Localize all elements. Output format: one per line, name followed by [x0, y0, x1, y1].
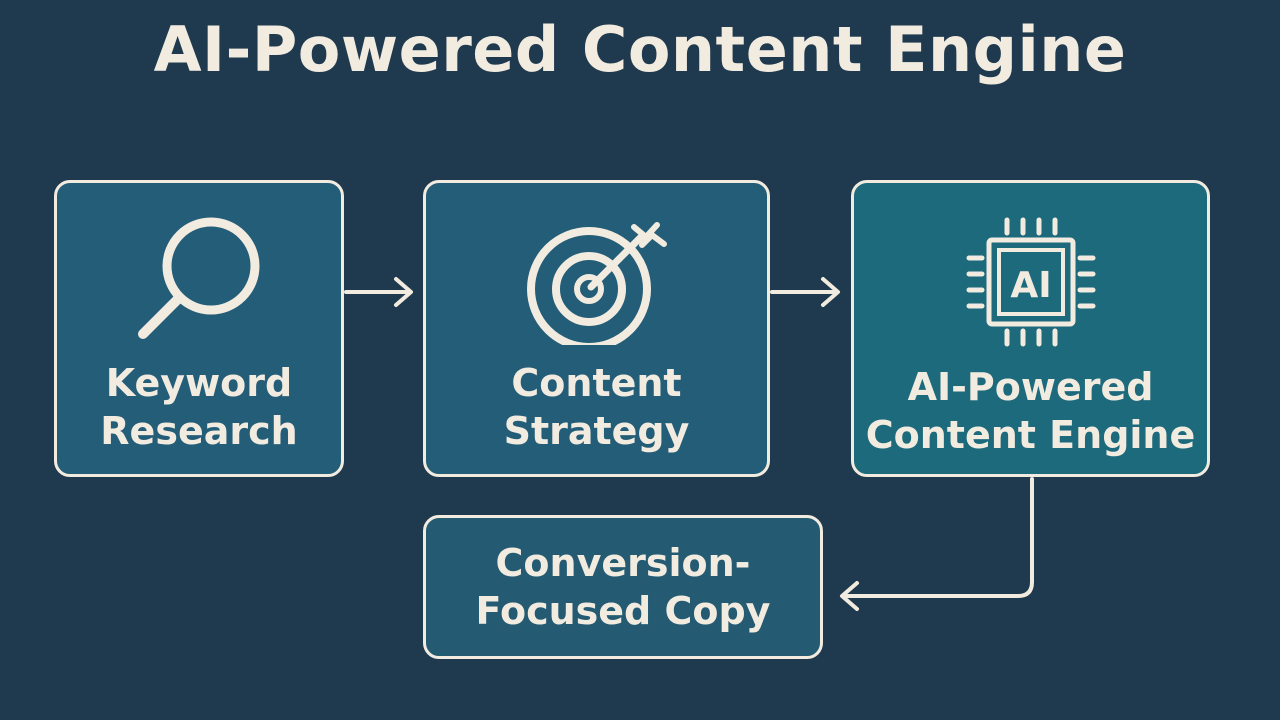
target-arrow-icon [526, 222, 667, 345]
step-label-line2: Focused Copy [475, 589, 771, 633]
diagram-title: AI-Powered Content Engine [153, 13, 1127, 86]
step-ai-content-engine: AI AI-Powered Content Engine [851, 180, 1210, 477]
step-label-line1: Keyword [105, 361, 293, 405]
step-content-strategy: Content Strategy [423, 180, 770, 477]
step-label-line2: Research [100, 409, 298, 453]
step-label-line2: Content Engine [865, 413, 1196, 457]
step-label-line2: Strategy [503, 409, 690, 453]
step-label: Content Strategy [504, 359, 690, 455]
ai-chip-icon: AI [966, 217, 1095, 347]
step-label-line1: Conversion- [495, 541, 751, 585]
step-label: Keyword Research [100, 359, 297, 455]
step-label: AI-Powered Content Engine [866, 363, 1196, 459]
arrow-strategy-to-engine [770, 277, 840, 307]
step-label-line1: AI-Powered [907, 365, 1154, 409]
step-label: Conversion- Focused Copy [476, 539, 771, 635]
arrow-keyword-to-strategy [344, 277, 413, 307]
magnifying-glass-icon [138, 217, 260, 339]
step-conversion-focused-copy: Conversion- Focused Copy [423, 515, 823, 659]
step-keyword-research: Keyword Research [54, 180, 344, 477]
chip-label: AI [1010, 265, 1051, 306]
step-label-line1: Content [511, 361, 682, 405]
arrow-engine-to-copy [840, 477, 1034, 611]
